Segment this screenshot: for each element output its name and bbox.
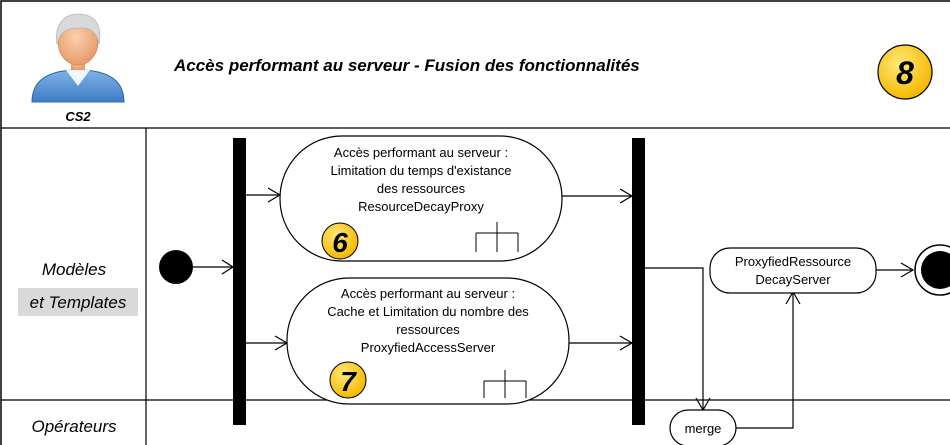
join-bar (632, 138, 645, 425)
rake-icon (483, 370, 527, 398)
step-badge-label: 8 (896, 55, 914, 91)
merge-label: merge (685, 421, 722, 436)
lane-label-models-line1: Modèles (42, 260, 107, 279)
activity-7-line-3: ressources (396, 322, 460, 337)
activity-6-line-3: des ressources (377, 181, 466, 196)
activity-6-badge (321, 222, 359, 260)
step-badge: 8 (877, 44, 933, 100)
flow-merge-to-action (736, 292, 794, 429)
user-avatar-icon (31, 13, 125, 103)
rake-icon (475, 222, 519, 252)
fork-bar (233, 138, 246, 425)
activity-6-badge-label: 6 (332, 227, 348, 258)
action-line-1: ProxyfiedRessource (735, 254, 851, 269)
activity-7-badge (329, 361, 367, 399)
lane-label-operators: Opérateurs (31, 417, 117, 436)
lane-label-highlight (18, 288, 138, 316)
lane-label-models-line2: et Templates (30, 293, 127, 312)
activity-proxyfied-access-server: Accès performant au serveur : Cache et L… (286, 277, 570, 405)
activity-resource-decay-proxy: Accès performant au serveur : Limitation… (279, 135, 563, 262)
activity-7-line-4: ProxyfiedAccessServer (361, 340, 496, 355)
action-proxyfied-ressource-decay-server: ProxyfiedRessource DecayServer (709, 247, 877, 294)
final-node (914, 244, 950, 296)
activity-6-line-1: Accès performant au serveur : (334, 145, 508, 160)
activity-7-badge-label: 7 (340, 366, 357, 397)
diagram-title: Accès performant au serveur - Fusion des… (173, 56, 640, 75)
merge-node: merge (669, 409, 737, 445)
activity-7-line-2: Cache et Limitation du nombre des (327, 304, 529, 319)
activity-7-line-1: Accès performant au serveur : (341, 286, 515, 301)
action-line-2: DecayServer (755, 272, 831, 287)
activity-6-line-2: Limitation du temps d'existance (331, 163, 512, 178)
actor-label: CS2 (65, 109, 91, 124)
activity-6-line-4: ResourceDecayProxy (358, 199, 484, 214)
initial-node (159, 250, 193, 284)
flow-join-to-merge (645, 267, 704, 410)
